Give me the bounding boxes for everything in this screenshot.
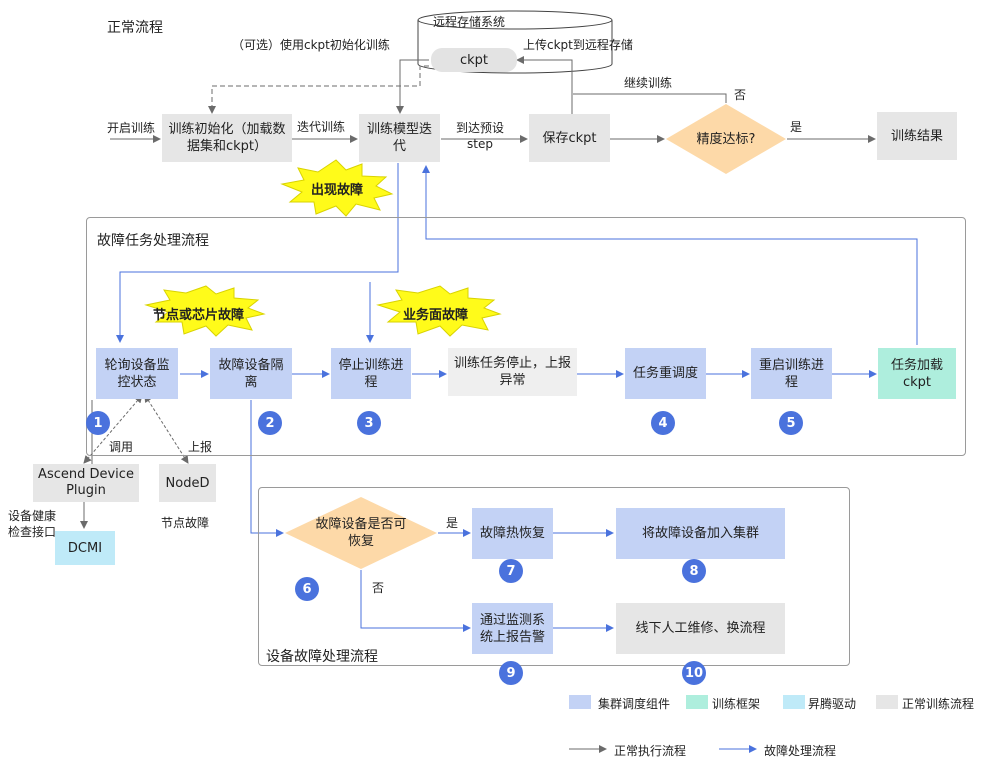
ascend-plugin-node: Ascend Device Plugin [33,464,139,502]
monitor-alarm-node: 通过监测系统上报告警 [472,603,553,654]
device-fault-frame [258,487,850,666]
fault-burst-3 [376,285,502,337]
noded-node: NodeD [159,464,216,502]
legend-swatch-cluster [569,695,591,709]
legend-swatch-framework [686,695,708,709]
legend-training-framework: 训练框架 [712,697,761,711]
poll-device-node: 轮询设备监控状态 [96,348,178,399]
yes-label-top: 是 [790,120,803,134]
ckpt-node: ckpt [431,48,517,72]
accuracy-check-text: 精度达标? [696,131,756,147]
no-label-device: 否 [372,581,385,595]
save-ckpt-node: 保存ckpt [529,114,610,162]
fault-burst-1 [280,159,394,217]
step-badge-9: 9 [499,661,523,685]
optional-ckpt-init-label: （可选）使用ckpt初始化训练 [232,38,390,52]
reach-step-label-1: 到达预设 [456,121,505,135]
business-fault-label: 业务面故障 [403,308,469,323]
node-fault-label: 节点故障 [161,516,210,530]
train-init-node: 训练初始化（加载数据集和ckpt） [162,114,292,162]
recoverable-decision [285,497,437,569]
report-label: 上报 [188,440,213,454]
fault-task-title: 故障任务处理流程 [97,233,209,249]
continue-training-label: 继续训练 [624,76,673,90]
restart-process-node: 重启训练进程 [751,348,832,399]
step-badge-7: 7 [499,559,523,583]
legend-swatch-normal [876,695,898,709]
legend-swatch-driver [783,695,805,709]
offline-repair-node: 线下人工维修、换流程 [616,603,785,654]
call-label: 调用 [109,440,134,454]
step-badge-3: 3 [357,411,381,435]
iterate-training-label: 迭代训练 [297,120,346,134]
upload-ckpt-label: 上传ckpt到远程存储 [523,38,633,52]
accuracy-decision [666,104,786,174]
load-ckpt-node: 任务加载ckpt [878,348,956,399]
step-badge-4: 4 [651,411,675,435]
isolate-device-node: 故障设备隔离 [210,348,292,399]
step-badge-10: 10 [682,661,706,685]
reach-step-label-2: step [467,137,493,151]
legend-normal-training: 正常训练流程 [902,697,975,711]
task-stopped-node: 训练任务停止，上报异常 [448,348,577,396]
dcmi-node: DCMI [55,531,115,565]
storage-label: 远程存储系统 [433,15,506,29]
step-badge-1: 1 [86,411,110,435]
legend-ascend-driver: 昇腾驱动 [808,697,857,711]
legend-normal-exec: 正常执行流程 [614,744,687,758]
yes-label-device: 是 [446,516,459,530]
step-badge-2: 2 [258,411,282,435]
step-badge-6: 6 [295,577,319,601]
fault-occurs-label: 出现故障 [311,183,364,198]
reschedule-node: 任务重调度 [625,348,706,399]
health-interface-label: 设备健康检查接口 [8,509,57,539]
hot-recovery-node: 故障热恢复 [472,508,553,559]
start-training-label: 开启训练 [107,121,156,135]
fault-task-frame [86,217,966,456]
fault-burst-2 [144,285,266,337]
recoverable-text: 故障设备是否可恢复 [315,517,407,549]
device-fault-title: 设备故障处理流程 [266,649,378,665]
node-chip-fault-label: 节点或芯片故障 [153,308,245,323]
step-badge-5: 5 [779,411,803,435]
normal-flow-title: 正常流程 [107,20,163,36]
join-cluster-node: 将故障设备加入集群 [616,508,785,559]
legend-cluster-scheduler: 集群调度组件 [598,697,671,711]
legend-fault-handling: 故障处理流程 [764,744,837,758]
model-iteration-node: 训练模型迭代 [359,114,440,162]
training-result-node: 训练结果 [877,112,957,160]
stop-process-node: 停止训练进程 [331,348,411,399]
no-label-top: 否 [734,88,747,102]
step-badge-8: 8 [682,559,706,583]
